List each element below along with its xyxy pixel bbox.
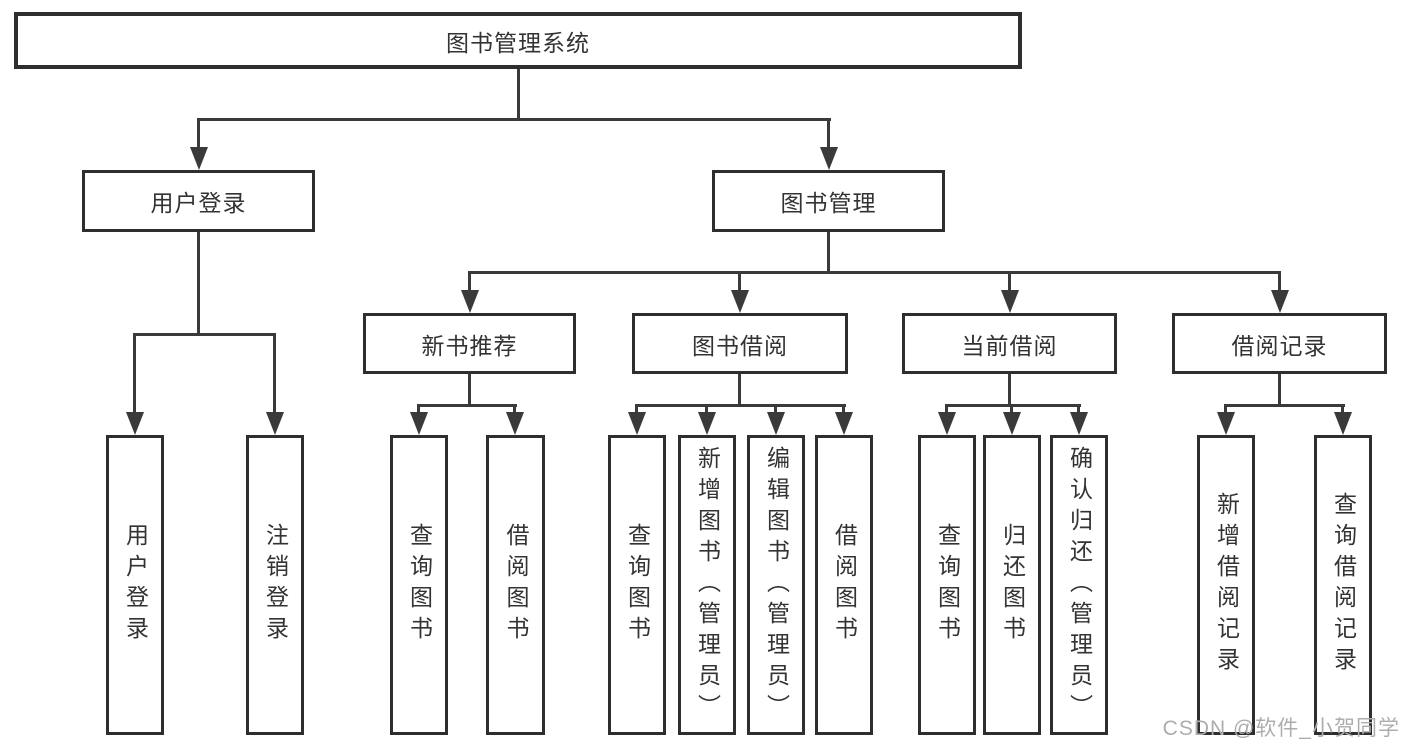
arrow-down-icon [1001,290,1019,313]
arrow-down-icon [1070,412,1088,435]
leaf-add-books-admin: 新增图书（管理员） [678,435,736,735]
connector-line [197,118,200,150]
connector-line [468,271,471,292]
connector-line [1010,404,1013,414]
connector-line [945,404,1081,407]
leaf-logout: 注销登录 [246,435,304,735]
connector-line [1278,271,1281,292]
arrow-down-icon [1271,290,1289,313]
leaf-confirm-return-admin: 确认归还（管理员） [1050,435,1108,735]
leaf-label: 用户登录 [122,523,149,647]
leaf-edit-books-admin: 编辑图书（管理员） [747,435,805,735]
arrow-down-icon [266,412,284,435]
node-library-system: 图书管理系统 [14,12,1022,69]
arrow-down-icon [126,412,144,435]
leaf-return-books: 归还图书 [983,435,1041,735]
leaf-label: 注销登录 [262,523,289,647]
connector-line [842,404,845,414]
connector-line [1224,404,1227,414]
connector-line [1278,374,1281,407]
leaf-label: 查询图书 [406,523,433,647]
connector-line [1077,404,1080,414]
arrow-down-icon [1003,412,1021,435]
node-current-borrow: 当前借阅 [902,313,1117,374]
leaf-label: 查询图书 [624,523,651,647]
connector-line [468,374,471,407]
connector-line [197,118,831,121]
connector-line [705,404,708,414]
leaf-label: 编辑图书（管理员） [763,445,790,725]
arrow-down-icon [767,412,785,435]
connector-line [738,374,741,407]
arrow-down-icon [190,147,208,170]
node-label: 当前借阅 [961,332,1058,359]
connector-line [133,333,276,336]
leaf-label: 归还图书 [999,523,1026,647]
arrow-down-icon [698,412,716,435]
connector-line [1008,374,1011,407]
connector-line [635,404,846,407]
arrow-down-icon [506,412,524,435]
arrow-down-icon [1217,412,1235,435]
leaf-label: 确认归还（管理员） [1066,445,1093,725]
leaf-borrow-books: 借阅图书 [486,435,545,735]
connector-line [468,271,1281,274]
connector-line [827,232,830,273]
connector-line [197,232,200,336]
leaf-query-books: 查询图书 [918,435,976,735]
leaf-borrow-books: 借阅图书 [815,435,873,735]
connector-line [1224,404,1345,407]
arrow-down-icon [410,412,428,435]
node-book-management: 图书管理 [712,170,945,232]
node-book-borrow: 图书借阅 [632,313,848,374]
connector-line [827,118,830,150]
arrow-down-icon [731,290,749,313]
connector-line [517,69,520,120]
connector-line [273,333,276,414]
connector-line [738,271,741,292]
leaf-label: 查询图书 [934,523,961,647]
leaf-label: 查询借阅记录 [1330,492,1357,678]
connector-line [945,404,948,414]
arrow-down-icon [835,412,853,435]
arrow-down-icon [938,412,956,435]
node-label: 图书管理 [780,190,877,216]
leaf-add-borrow-record: 新增借阅记录 [1197,435,1255,735]
arrow-down-icon [461,290,479,313]
connector-line [417,404,517,407]
leaf-label: 借阅图书 [831,523,858,647]
leaf-query-books: 查询图书 [608,435,666,735]
watermark: CSDN @软件_小贺同学 [1162,717,1400,740]
leaf-label: 借阅图书 [503,523,529,647]
node-label: 借阅记录 [1231,332,1328,359]
node-label: 用户登录 [150,190,247,216]
node-label: 图书管理系统 [446,29,590,56]
connector-line [1008,271,1011,292]
node-borrow-records: 借阅记录 [1172,313,1387,374]
node-label: 新书推荐 [421,332,518,359]
connector-line [417,404,420,414]
node-label: 图书借阅 [692,332,788,359]
leaf-user-login: 用户登录 [106,435,164,735]
arrow-down-icon [628,412,646,435]
connector-line [774,404,777,414]
connector-line [635,404,638,414]
connector-line [513,404,516,414]
node-new-book-recommend: 新书推荐 [363,313,576,374]
connector-line [133,333,136,414]
node-user-login: 用户登录 [82,170,315,232]
leaf-query-borrow-record: 查询借阅记录 [1314,435,1372,735]
leaf-label: 新增借阅记录 [1213,492,1240,678]
arrow-down-icon [820,147,838,170]
leaf-label: 新增图书（管理员） [694,445,721,725]
connector-line [1341,404,1344,414]
leaf-query-books: 查询图书 [390,435,448,735]
arrow-down-icon [1334,412,1352,435]
